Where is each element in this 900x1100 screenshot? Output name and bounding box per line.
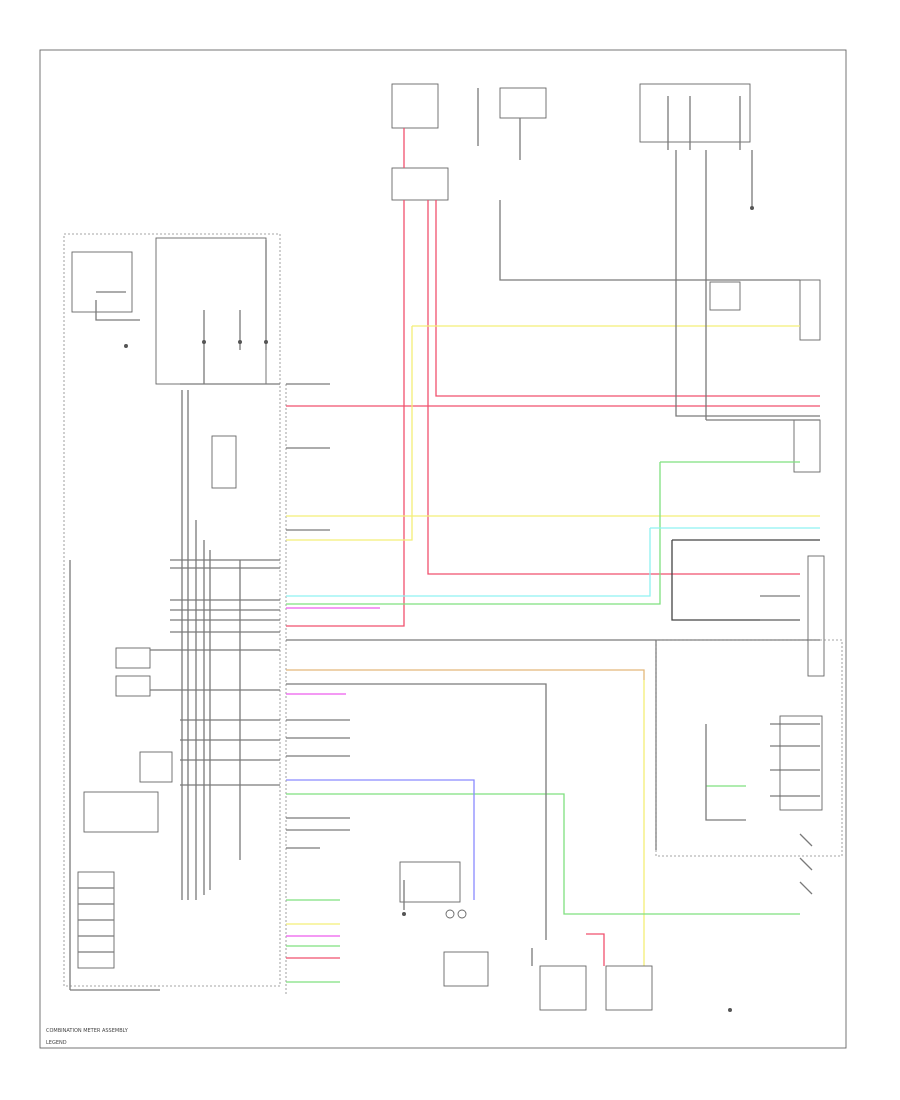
top-relay-blocks (391, 83, 821, 473)
wire-harness (286, 128, 820, 983)
footer-label: COMBINATION METER ASSEMBLY (46, 1028, 129, 1034)
corner-label: LEGEND (46, 1040, 67, 1046)
right-connectors (655, 555, 843, 895)
diagram-frame (39, 49, 847, 1049)
combination-meter-assembly (63, 233, 281, 991)
bottom-components (399, 861, 732, 1012)
